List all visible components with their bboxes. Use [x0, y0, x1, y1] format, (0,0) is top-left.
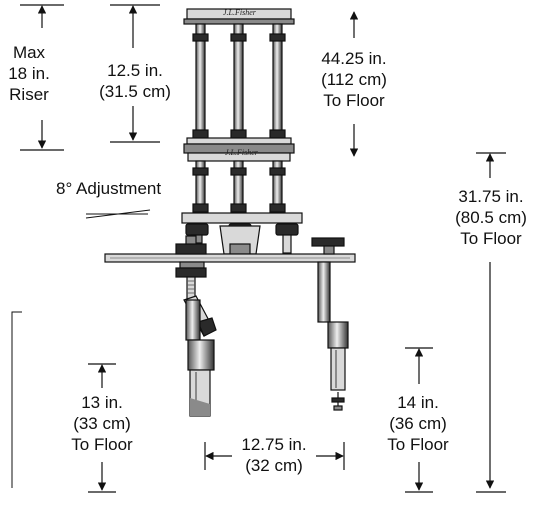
riser-height-label: 12.5 in. (31.5 cm)	[90, 60, 180, 102]
right-leg-line2: (36 cm)	[389, 414, 447, 433]
right-leg-label: 14 in. (36 cm) To Floor	[372, 392, 464, 455]
table-height-line1: 31.75 in.	[458, 187, 524, 206]
right-leg	[317, 261, 349, 411]
dimension-lines	[20, 4, 506, 493]
angle-indicator	[85, 209, 151, 219]
adjustment-knob	[185, 223, 209, 244]
riser-column	[181, 8, 303, 255]
top-height-label: 44.25 in. (112 cm) To Floor	[305, 48, 403, 111]
adjustment-knob	[275, 223, 299, 254]
table-height-line2: (80.5 cm)	[455, 208, 527, 227]
right-leg-line3: To Floor	[387, 435, 449, 454]
max-riser-line1: Max	[12, 43, 46, 62]
top-height-line1: 44.25 in.	[321, 49, 387, 68]
max-riser-line2: 18 in.	[8, 64, 50, 83]
width-line2: (32 cm)	[245, 456, 303, 475]
adjustment-label: 8° Adjustment	[56, 179, 162, 198]
max-riser-line3: Riser	[9, 85, 49, 104]
left-border-line	[11, 311, 22, 488]
left-leg-line2: (33 cm)	[73, 414, 131, 433]
left-leg	[183, 276, 217, 417]
table-height-label: 31.75 in. (80.5 cm) To Floor	[438, 186, 544, 249]
width-line1: 12.75 in.	[241, 435, 307, 454]
leg-sleeve	[187, 339, 215, 371]
leg-sleeve	[327, 321, 349, 349]
main-arm	[104, 235, 356, 278]
left-leg-line1: 13 in.	[81, 393, 123, 412]
top-height-line3: To Floor	[323, 91, 385, 110]
right-leg-line1: 14 in.	[397, 393, 439, 412]
left-leg-label: 13 in. (33 cm) To Floor	[56, 392, 148, 455]
brand-label-top: J.L.Fisher	[223, 8, 256, 17]
max-riser-label: Max 18 in. Riser	[4, 42, 54, 105]
brand-label-middle: J.L.Fisher	[225, 148, 258, 157]
riser-height-line2: (31.5 cm)	[99, 82, 171, 101]
table-height-line3: To Floor	[460, 229, 522, 248]
riser-height-line1: 12.5 in.	[107, 61, 163, 80]
width-label: 12.75 in. (32 cm)	[228, 434, 320, 476]
riser-base-plate	[181, 212, 303, 224]
top-height-line2: (112 cm)	[321, 70, 387, 89]
left-leg-line3: To Floor	[71, 435, 133, 454]
